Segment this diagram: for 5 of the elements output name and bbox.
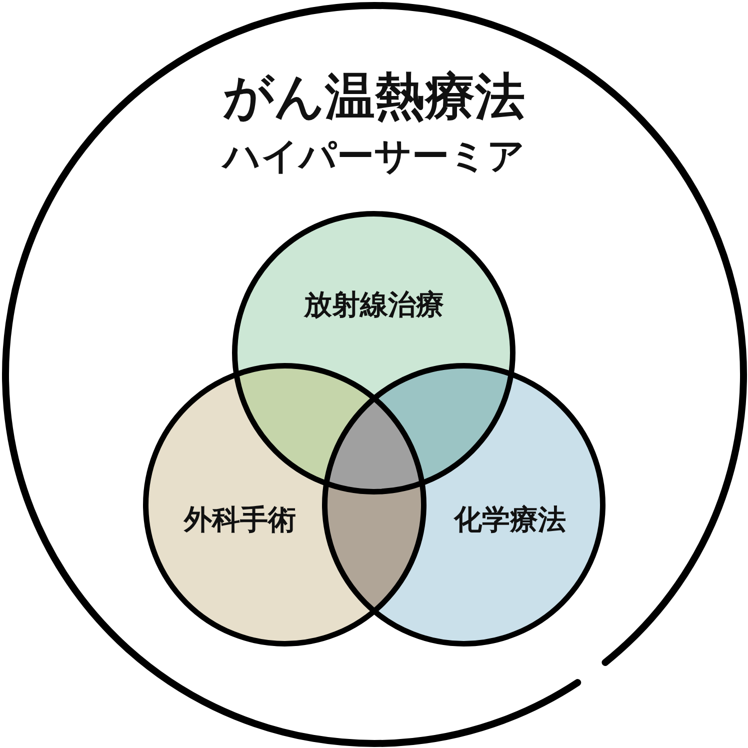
circle-label: 外科手術 <box>184 504 296 536</box>
circle-label: 放射線治療 <box>304 288 444 322</box>
circle-label: 化学療法 <box>454 504 566 536</box>
heading: がん温熱療法 <box>223 68 525 126</box>
subheading: ハイパーサーミア <box>223 136 525 178</box>
